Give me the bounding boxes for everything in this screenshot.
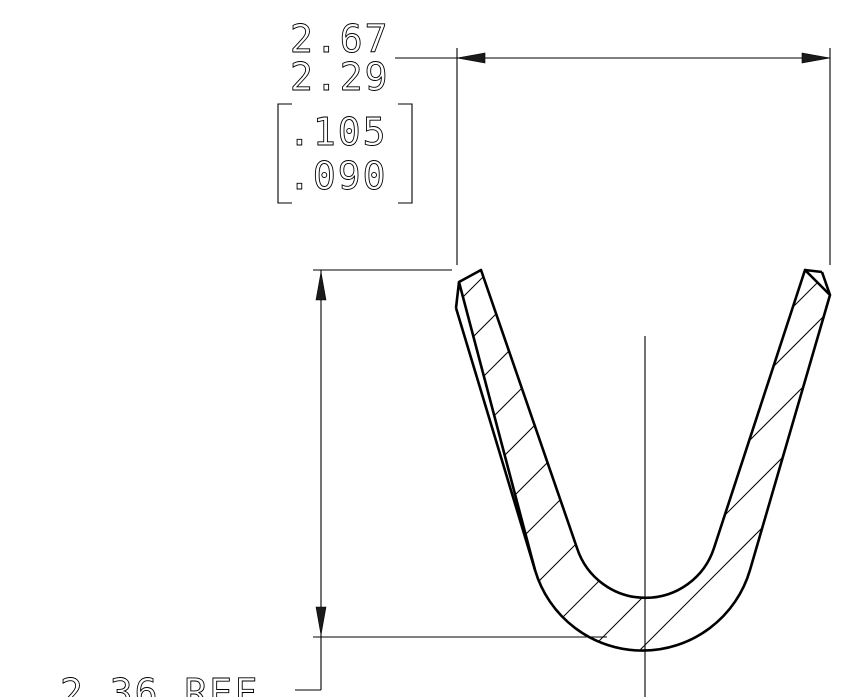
- left-tip-chamfer: [454, 281, 461, 309]
- right-tip-face: [820, 271, 832, 296]
- width-in-max-text: .105: [288, 110, 388, 154]
- height-dimension: [295, 269, 607, 691]
- width-dimension: [395, 48, 831, 265]
- left-tip-face: [454, 307, 537, 571]
- width-in-min-text: .090: [288, 154, 388, 198]
- width-mm-min-text: 2.29: [290, 55, 390, 99]
- right-tip-chamfer: [804, 268, 823, 274]
- width-arrow-right: [801, 52, 831, 64]
- section-hatching: [459, 270, 830, 651]
- inch-bracket-left: [277, 103, 292, 204]
- height-ref-text: 2.36 REF: [60, 671, 259, 697]
- width-arrow-left: [456, 52, 486, 64]
- height-arrow-bottom: [315, 606, 327, 636]
- inch-bracket-right: [398, 103, 413, 204]
- width-mm-max-text: 2.67: [290, 17, 390, 61]
- v-profile-outline: [457, 268, 832, 652]
- height-arrow-top: [315, 271, 327, 301]
- inch-bracket: [277, 103, 413, 204]
